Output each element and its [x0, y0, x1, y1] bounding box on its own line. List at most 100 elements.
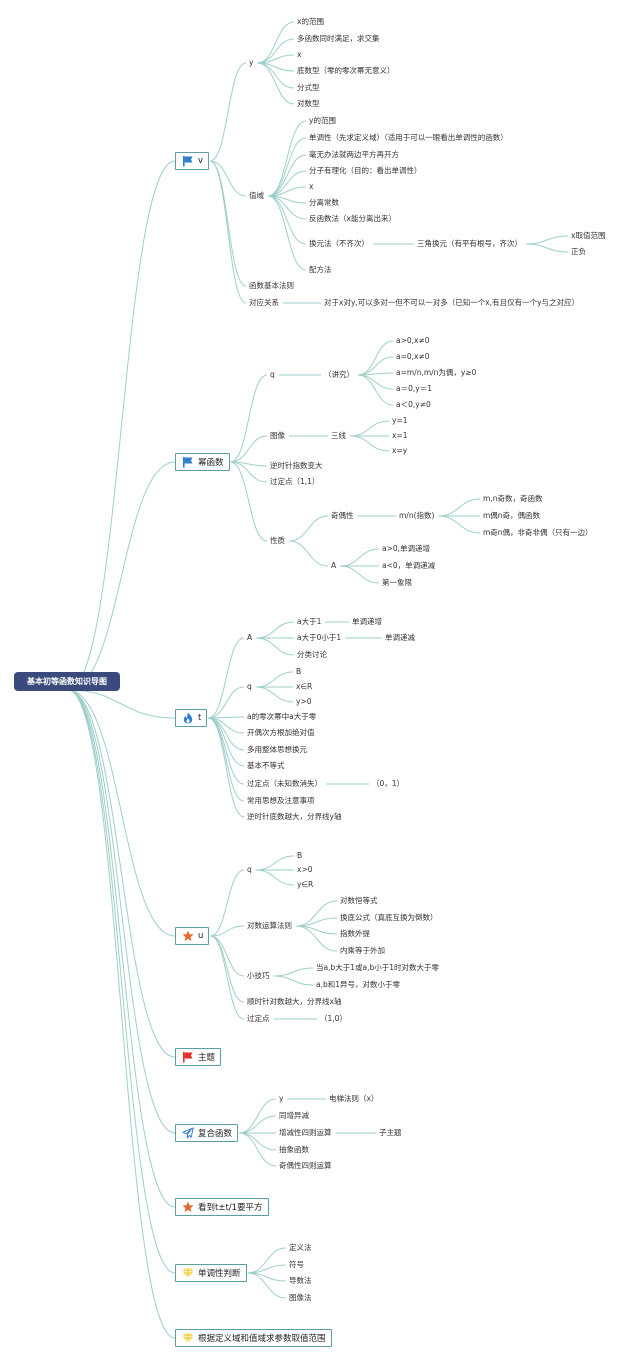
- topic-level-1[interactable]: 性质: [270, 536, 285, 545]
- topic-level-2[interactable]: 分子有理化（目的：看出单调性）: [309, 166, 422, 175]
- topic-level-3[interactable]: x=1: [392, 431, 408, 440]
- topic-level-1[interactable]: 多用整体思想换元: [247, 745, 307, 754]
- topic-level-1[interactable]: A: [247, 633, 253, 642]
- topic-level-2[interactable]: 分类讨论: [297, 650, 327, 659]
- topic-level-1[interactable]: 图像: [270, 431, 285, 440]
- topic-level-2[interactable]: y的范围: [309, 116, 336, 125]
- topic-level-2[interactable]: 当a,b大于1或a,b小于1时对数大于零: [316, 963, 440, 972]
- topic-level-2[interactable]: 分式型: [297, 83, 320, 92]
- topic-level-3[interactable]: 三角换元（有平有根号，齐次）: [417, 239, 522, 248]
- topic-level-1[interactable]: 过定点（未知数消失）: [247, 779, 322, 788]
- topic-level-1[interactable]: 对应关系: [249, 298, 279, 307]
- topic-level-1[interactable]: 增减性四则运算: [279, 1128, 332, 1137]
- topic-level-1[interactable]: 小技巧: [247, 971, 270, 980]
- topic-level-2[interactable]: 对于x对y,可以多对一但不可以一对多（已知一个x,有且仅有一个y与之对应）: [324, 298, 580, 307]
- topic-level-2[interactable]: 配方法: [309, 265, 332, 274]
- topic-level-3[interactable]: 单调递增: [352, 617, 382, 626]
- topic-level-3[interactable]: x=y: [392, 446, 408, 455]
- branch-node-6[interactable]: 看到t±t/1要平方: [175, 1198, 269, 1216]
- branch-node-5[interactable]: 复合函数: [175, 1124, 239, 1142]
- topic-level-2[interactable]: a大于1: [297, 617, 322, 626]
- topic-level-2[interactable]: 子主题: [379, 1128, 402, 1137]
- topic-level-1[interactable]: 常用思想及注意事项: [247, 796, 315, 805]
- topic-level-1[interactable]: y: [279, 1094, 284, 1103]
- topic-level-4[interactable]: 正负: [571, 247, 586, 256]
- topic-level-1[interactable]: q: [270, 370, 275, 379]
- topic-level-1[interactable]: 逆时针指数变大: [270, 461, 323, 470]
- topic-level-2[interactable]: x>0: [297, 865, 313, 874]
- topic-level-4[interactable]: m偶n奇，偶函数: [483, 511, 541, 520]
- root-node[interactable]: 基本初等函数知识导图: [14, 672, 120, 691]
- topic-level-2[interactable]: 毫无办法就两边平方再开方: [309, 150, 399, 159]
- topic-level-2[interactable]: 换元法（不齐次）: [309, 239, 369, 248]
- topic-level-2[interactable]: 反函数法（x能分离出来）: [309, 214, 396, 223]
- topic-level-3[interactable]: y=1: [392, 416, 408, 425]
- topic-level-2[interactable]: B: [296, 667, 302, 676]
- topic-level-3[interactable]: a>0,单调递增: [382, 544, 431, 553]
- topic-level-2[interactable]: A: [331, 561, 337, 570]
- topic-level-3[interactable]: 单调递减: [385, 633, 415, 642]
- branch-node-2[interactable]: t: [175, 709, 208, 727]
- topic-level-1[interactable]: 符号: [289, 1260, 304, 1269]
- topic-level-1[interactable]: 函数基本法则: [249, 281, 294, 290]
- topic-level-2[interactable]: （1,0）: [320, 1014, 347, 1023]
- topic-level-1[interactable]: 开偶次方根加绝对值: [247, 728, 315, 737]
- topic-level-3[interactable]: a=0,x≠0: [396, 352, 430, 361]
- topic-level-4[interactable]: m奇n偶，非奇非偶（只有一边）: [483, 528, 593, 537]
- topic-level-1[interactable]: 值域: [249, 191, 264, 200]
- topic-level-2[interactable]: 指数外提: [340, 929, 370, 938]
- topic-level-2[interactable]: y∈R: [297, 880, 314, 889]
- branch-node-1[interactable]: 幂函数: [175, 453, 230, 471]
- topic-level-1[interactable]: 导数法: [289, 1276, 312, 1285]
- topic-level-2[interactable]: x: [297, 50, 302, 59]
- branch-node-8[interactable]: 根据定义域和值域求参数取值范围: [175, 1329, 332, 1347]
- topic-level-2[interactable]: 多函数同时满足，求交集: [297, 34, 380, 43]
- branch-node-7[interactable]: 单调性判断: [175, 1264, 247, 1282]
- topic-level-3[interactable]: a>0,x≠0: [396, 336, 430, 345]
- topic-level-3[interactable]: a<0，单调递减: [382, 561, 436, 570]
- topic-level-1[interactable]: y: [249, 58, 254, 67]
- topic-level-2[interactable]: x: [309, 182, 314, 191]
- topic-level-2[interactable]: 分离常数: [309, 198, 339, 207]
- topic-level-3[interactable]: 第一象限: [382, 578, 412, 587]
- topic-level-4[interactable]: m,n奇数，奇函数: [483, 494, 543, 503]
- topic-level-1[interactable]: 过定点: [247, 1014, 270, 1023]
- topic-level-1[interactable]: 定义法: [289, 1243, 312, 1252]
- branch-node-4[interactable]: 主题: [175, 1048, 222, 1066]
- topic-level-1[interactable]: 图像法: [289, 1293, 312, 1302]
- topic-level-2[interactable]: 电梯法则（x）: [329, 1094, 379, 1103]
- topic-level-1[interactable]: 奇偶性四则运算: [279, 1161, 332, 1170]
- topic-level-1[interactable]: 基本不等式: [247, 761, 285, 770]
- topic-level-1[interactable]: 同增异减: [279, 1111, 309, 1120]
- topic-level-2[interactable]: 单调性（先求定义域）（适用于可以一眼看出单调性的函数）: [309, 133, 508, 142]
- topic-level-2[interactable]: 对数恒等式: [340, 896, 378, 905]
- topic-level-2[interactable]: 换底公式（真底互换为倒数）: [340, 913, 438, 922]
- branch-node-0[interactable]: v: [175, 152, 210, 170]
- topic-level-3[interactable]: a＜0,y≠0: [396, 400, 431, 409]
- topic-level-3[interactable]: a＝0,y＝1: [396, 384, 432, 393]
- topic-level-2[interactable]: B: [297, 851, 303, 860]
- topic-level-1[interactable]: 抽象函数: [279, 1145, 309, 1154]
- topic-level-2[interactable]: （讲究）: [324, 370, 354, 379]
- branch-node-3[interactable]: u: [175, 927, 210, 945]
- topic-level-1[interactable]: a的零次幂中a大于零: [247, 712, 317, 721]
- topic-level-2[interactable]: 内乘等于外加: [340, 946, 385, 955]
- topic-level-1[interactable]: 逆时针底数越大，分界线y轴: [247, 812, 342, 821]
- topic-level-2[interactable]: x∈R: [296, 682, 313, 691]
- topic-level-1[interactable]: 过定点（1,1）: [270, 477, 320, 486]
- topic-level-2[interactable]: y>0: [296, 697, 312, 706]
- topic-level-2[interactable]: a,b和1异号，对数小于零: [316, 980, 401, 989]
- topic-level-2[interactable]: x的范围: [297, 17, 324, 26]
- topic-level-1[interactable]: 对数运算法则: [247, 921, 292, 930]
- topic-level-2[interactable]: 三线: [331, 431, 346, 440]
- topic-level-4[interactable]: x取值范围: [571, 231, 606, 240]
- topic-level-3[interactable]: m/n(指数): [399, 511, 435, 520]
- topic-level-1[interactable]: 顺时针对数越大，分界线x轴: [247, 997, 342, 1006]
- topic-level-2[interactable]: 对数型: [297, 99, 320, 108]
- topic-level-2[interactable]: 底数型（零的零次幂无意义）: [297, 66, 395, 75]
- topic-level-1[interactable]: q: [247, 865, 252, 874]
- topic-level-1[interactable]: q: [247, 682, 252, 691]
- topic-level-2[interactable]: （0，1）: [372, 779, 405, 788]
- topic-level-2[interactable]: a大于0小于1: [297, 633, 342, 642]
- topic-level-3[interactable]: a=m/n,m/n为偶，y≥0: [396, 368, 477, 377]
